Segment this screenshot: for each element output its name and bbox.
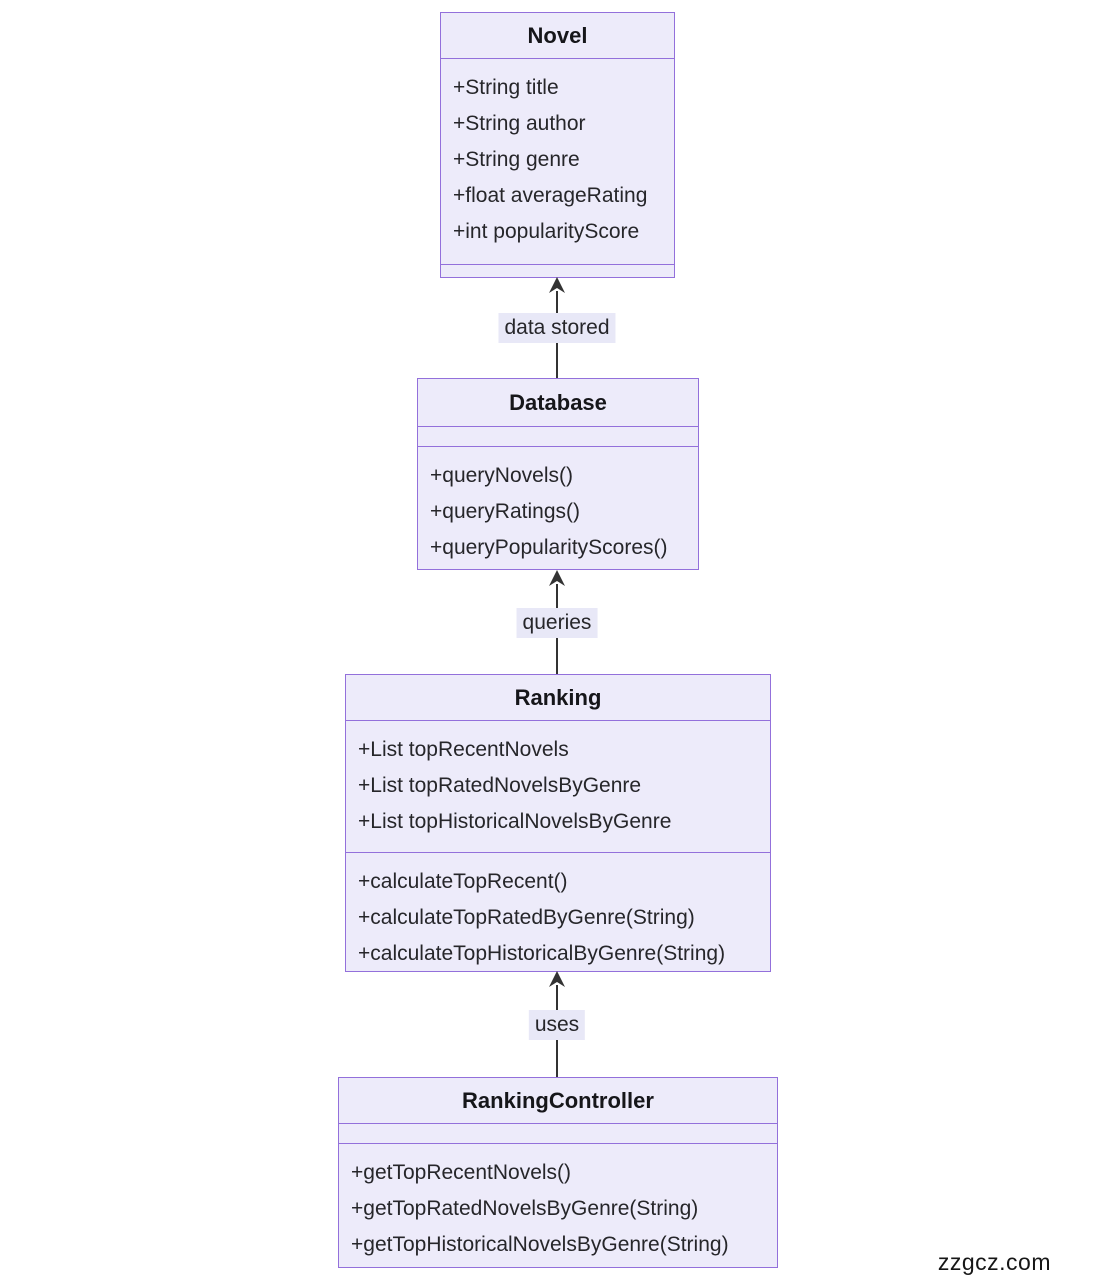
class-box-novel: Novel +String title +String author +Stri… bbox=[440, 12, 675, 278]
class-member: +getTopRatedNovelsByGenre(String) bbox=[351, 1197, 699, 1220]
class-member: +getTopHistoricalNovelsByGenre(String) bbox=[351, 1233, 729, 1256]
class-box-rankingcontroller: RankingController +getTopRecentNovels() … bbox=[338, 1077, 778, 1268]
arrowhead-up-icon bbox=[546, 277, 568, 294]
class-member: +List topHistoricalNovelsByGenre bbox=[358, 810, 672, 833]
attributes-section-ranking: +List topRecentNovels +List topRatedNove… bbox=[346, 720, 770, 852]
class-title-novel: Novel bbox=[527, 22, 588, 48]
class-member: +getTopRecentNovels() bbox=[351, 1161, 572, 1184]
methods-section-rankingcontroller: +getTopRecentNovels() +getTopRatedNovels… bbox=[339, 1143, 777, 1267]
arrowhead-up-icon bbox=[546, 971, 568, 988]
attributes-section-novel: +String title +String author +String gen… bbox=[441, 58, 674, 264]
class-member: +calculateTopRatedByGenre(String) bbox=[358, 906, 695, 929]
class-member: +calculateTopRecent() bbox=[358, 870, 568, 893]
class-member: +String author bbox=[453, 112, 586, 135]
class-member: +float averageRating bbox=[453, 184, 648, 207]
attributes-section-database bbox=[418, 426, 698, 446]
class-member: +String title bbox=[453, 76, 559, 99]
class-member: +int popularityScore bbox=[453, 220, 640, 243]
edge-label: uses bbox=[528, 1009, 586, 1040]
edge-ranking-to-database: queries bbox=[457, 570, 657, 674]
edge-label: queries bbox=[516, 607, 598, 638]
methods-section-novel bbox=[441, 264, 674, 277]
class-member: +calculateTopHistoricalByGenre(String) bbox=[358, 942, 726, 965]
class-member: +queryPopularityScores() bbox=[430, 536, 668, 559]
class-member: +queryNovels() bbox=[430, 464, 573, 487]
watermark-text: zzgcz.com bbox=[937, 1249, 1051, 1275]
class-member: +List topRecentNovels bbox=[358, 738, 569, 761]
arrowhead-up-icon bbox=[546, 570, 568, 587]
edge-database-to-novel: data stored bbox=[457, 277, 657, 378]
class-title-rankingcontroller: RankingController bbox=[462, 1087, 654, 1113]
class-title-ranking: Ranking bbox=[514, 684, 602, 710]
attributes-section-rankingcontroller bbox=[339, 1123, 777, 1143]
methods-section-ranking: +calculateTopRecent() +calculateTopRated… bbox=[346, 852, 770, 971]
class-title-database: Database bbox=[509, 389, 607, 415]
class-member: +String genre bbox=[453, 148, 580, 171]
class-box-ranking: Ranking +List topRecentNovels +List topR… bbox=[345, 674, 771, 972]
class-box-database: Database +queryNovels() +queryRatings() … bbox=[417, 378, 699, 570]
methods-section-database: +queryNovels() +queryRatings() +queryPop… bbox=[418, 446, 698, 569]
class-member: +queryRatings() bbox=[430, 500, 580, 523]
edge-rankingcontroller-to-ranking: uses bbox=[457, 971, 657, 1077]
edge-label: data stored bbox=[498, 313, 616, 343]
class-member: +List topRatedNovelsByGenre bbox=[358, 774, 642, 797]
